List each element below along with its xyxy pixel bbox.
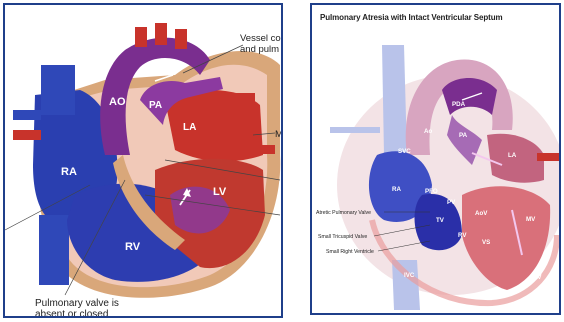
label-pv: PV bbox=[447, 199, 456, 206]
left-heart-diagram: AO PA LA RA LV RV Vessel co and pulm M bbox=[5, 5, 283, 318]
right-heart-illustration-panel: Pulmonary Atresia with Intact Ventricula… bbox=[310, 3, 561, 315]
label-pfo: PFO bbox=[425, 188, 438, 195]
superior-vena-cava bbox=[41, 65, 75, 115]
left-heart-illustration-panel: AO PA LA RA LV RV Vessel co and pulm M P… bbox=[3, 3, 283, 318]
left-vessel-stub bbox=[330, 127, 380, 133]
callout-atretic-valve: Atretic Pulmonary Valve bbox=[316, 210, 371, 216]
label-svc: SVC bbox=[398, 148, 411, 155]
label-tv: TV bbox=[436, 217, 445, 224]
callout-m: M bbox=[275, 129, 283, 140]
left-blue-vessel bbox=[13, 110, 41, 120]
label-pda: PDA bbox=[452, 101, 466, 108]
callout-vessel-line1: Vessel co bbox=[240, 33, 281, 44]
label-ra-right: RA bbox=[392, 186, 401, 193]
label-ra: RA bbox=[61, 166, 77, 178]
aortic-branch-3 bbox=[175, 29, 187, 49]
callout-vessel-line2: and pulm bbox=[240, 44, 279, 55]
valve-caption-line1: Pulmonary valve is bbox=[35, 298, 155, 309]
label-la: LA bbox=[183, 122, 196, 133]
pulmonary-vein-upper bbox=[220, 93, 255, 103]
callout-small-tricuspid: Small Tricuspid Valve bbox=[318, 234, 367, 240]
label-aov: AoV bbox=[475, 210, 488, 217]
label-ao-right: Ao bbox=[424, 128, 432, 135]
valve-caption: Pulmonary valve is absent or closed bbox=[35, 298, 155, 318]
label-la-right: LA bbox=[508, 152, 517, 159]
valve-caption-line2: absent or closed bbox=[35, 309, 155, 318]
label-ivc: IVC bbox=[404, 272, 415, 279]
inferior-vena-cava bbox=[39, 215, 69, 285]
right-heart-diagram: PDA Ao PA SVC LA RA PFO PV TV AoV RV VS … bbox=[312, 5, 561, 315]
callout-small-rv: Small Right Ventricle bbox=[326, 249, 374, 255]
aortic-branch-1 bbox=[135, 27, 147, 47]
label-ao: AO bbox=[109, 96, 126, 108]
pulmonary-vein-lower bbox=[245, 145, 275, 154]
label-vs: VS bbox=[482, 239, 490, 246]
svc-vessel bbox=[382, 45, 407, 155]
label-rv: RV bbox=[125, 241, 141, 253]
label-pa-right: PA bbox=[459, 132, 468, 139]
label-lv: LV bbox=[213, 186, 227, 198]
label-rv-right: RV bbox=[458, 232, 467, 239]
label-lv-right: LV bbox=[534, 274, 542, 281]
left-red-vessel bbox=[13, 130, 41, 140]
label-mv: MV bbox=[526, 216, 536, 223]
pulmonary-vein-right bbox=[537, 153, 561, 161]
label-pa: PA bbox=[149, 100, 162, 111]
aortic-branch-2 bbox=[155, 23, 167, 45]
